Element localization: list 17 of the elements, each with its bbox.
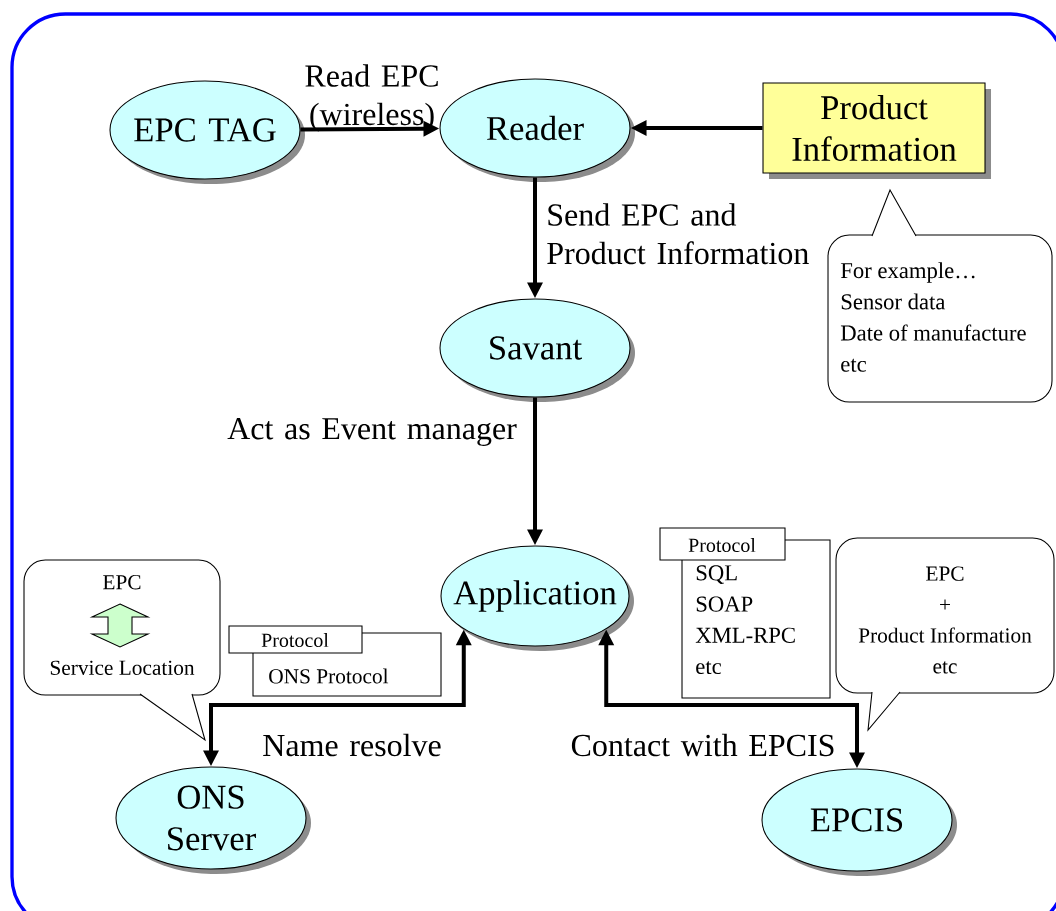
speech-bubble: For example… Sensor data Date of manufacture etc: [827, 188, 1053, 403]
ellipse-node: Application: [440, 545, 634, 651]
edge-label: Send EPC and Product Information: [547, 203, 809, 265]
ellipse-node: Savant: [439, 298, 635, 402]
edge-label: Read EPC (wireless): [305, 64, 438, 132]
speech-bubble: EPC + Product Information etc: [835, 537, 1055, 732]
protocol-box: Protocol ONS Protocol: [228, 625, 442, 697]
ellipse-node: EPCIS: [761, 768, 957, 876]
edge-label: Name resolve: [263, 733, 441, 757]
ellipse-node: Reader: [439, 78, 635, 182]
edge-label: Contact with EPCIS: [571, 733, 834, 757]
protocol-box: Protocol SQL SOAP XML-RPC etc: [659, 527, 831, 699]
edge-label: Act as Event manager: [227, 418, 517, 446]
speech-bubble: EPC Service Location: [23, 559, 221, 742]
ellipse-node: EPC TAG: [109, 80, 305, 184]
ellipse-node: ONS Server: [115, 766, 311, 874]
info-box: Product Information: [762, 82, 991, 179]
